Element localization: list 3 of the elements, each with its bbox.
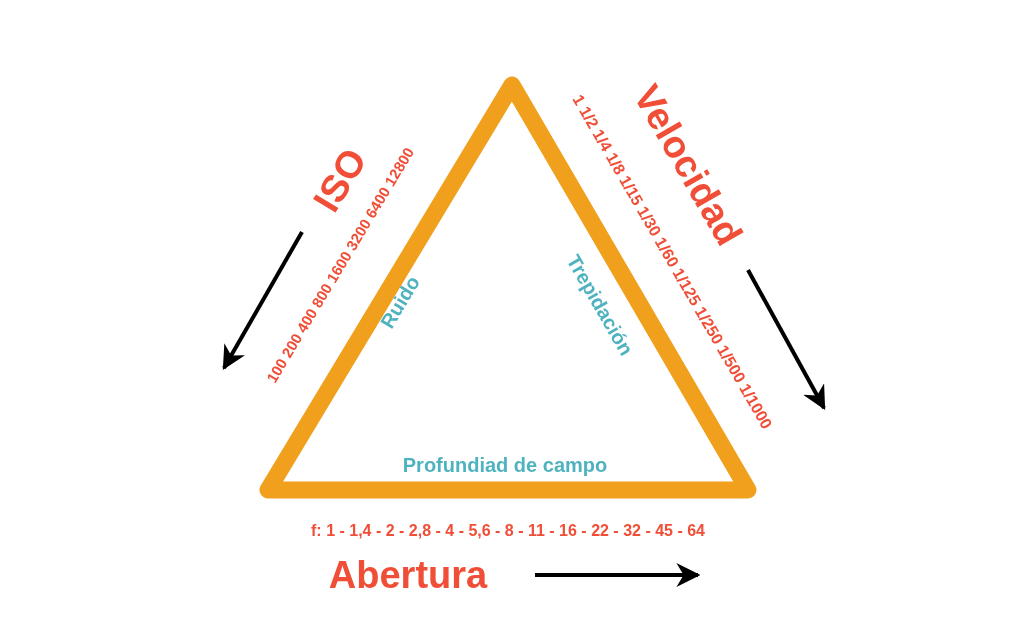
effect-label: Profundiad de campo bbox=[402, 455, 608, 475]
scale-values: f: 1 - 1,4 - 2 - 2,8 - 4 - 5,6 - 8 - 11 - 16 - 22 - 32 - 45 - 64 bbox=[311, 523, 705, 539]
axis-title: Abertura bbox=[328, 556, 488, 594]
